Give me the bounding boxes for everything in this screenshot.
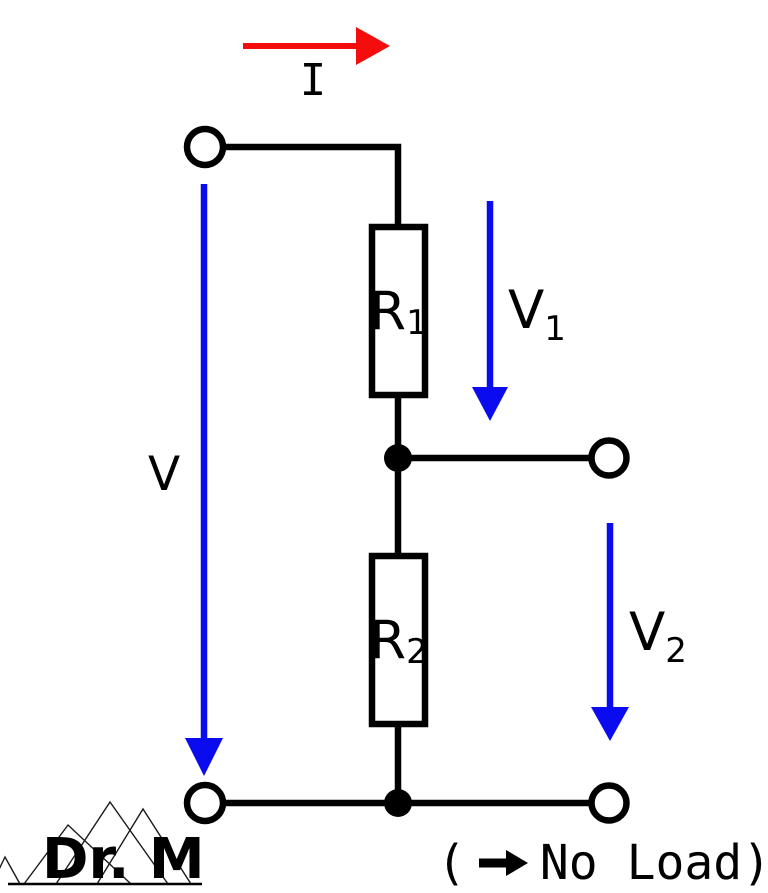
resistor-r2-label-base: R xyxy=(369,609,407,671)
voltage2-label-base: V xyxy=(629,602,666,663)
resistor-r1-body xyxy=(368,223,429,399)
no-load-text: No Load) xyxy=(539,835,768,891)
resistors xyxy=(368,223,429,728)
junction-bottom xyxy=(384,789,412,817)
source-voltage-arrow-icon xyxy=(185,184,223,776)
voltage1-label-subscript: 1 xyxy=(544,309,566,349)
junction-mid xyxy=(384,444,412,472)
junctions xyxy=(384,444,412,817)
current-arrow-icon xyxy=(243,27,390,65)
v2-arrow-icon xyxy=(591,523,629,741)
terminal-mid-right xyxy=(588,437,630,479)
voltage1-label: V1 xyxy=(508,284,566,346)
terminals xyxy=(183,125,630,825)
voltage2-label: V2 xyxy=(629,606,687,668)
current-label: I xyxy=(299,55,327,106)
v1-arrow-icon xyxy=(472,201,508,421)
terminal-top-left xyxy=(183,125,227,169)
source-voltage-label: V xyxy=(148,447,181,502)
wire-top xyxy=(226,143,402,226)
mountain-peaks-icon xyxy=(0,800,202,886)
terminal-bottom-left xyxy=(183,781,227,825)
resistor-r2-body xyxy=(368,552,429,728)
watermark-text: Dr. M xyxy=(42,827,205,892)
no-load-right-arrow-icon xyxy=(478,850,528,876)
resistor-r2-label-subscript: 2 xyxy=(406,632,428,672)
no-load-annotation: ( No Load) xyxy=(437,839,768,887)
resistor-r1-label-base: R xyxy=(369,280,407,342)
terminal-bottom-right xyxy=(588,782,630,824)
voltage2-label-subscript: 2 xyxy=(665,631,687,671)
resistor-r1-label-subscript: 1 xyxy=(406,303,428,343)
no-load-open-paren: ( xyxy=(437,835,466,891)
voltage1-label-base: V xyxy=(508,280,545,341)
